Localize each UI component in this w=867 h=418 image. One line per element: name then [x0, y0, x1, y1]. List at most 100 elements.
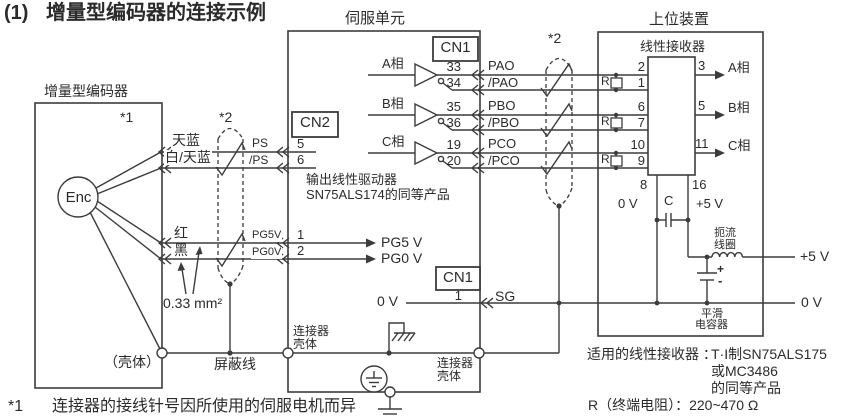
cn2-label-box [291, 111, 339, 138]
shield-wire-label: 屏蔽线 [214, 356, 256, 372]
receiver-pin-16: 16 [691, 177, 708, 192]
right-cable-shield-oval [545, 57, 573, 71]
ground-terminal [384, 386, 396, 398]
shell-terminal [473, 347, 485, 359]
shell-label: （壳体） [104, 354, 160, 370]
capacitor-c-label: C [664, 193, 674, 208]
choke-coil-label-line1: 扼流 [714, 227, 736, 239]
smoothing-cap-label-line1: 平滑 [701, 308, 723, 320]
signal-npco: /PCO [488, 153, 520, 168]
cn1-top-label: CN1 [440, 39, 471, 56]
servo-0v-label: 0 V [377, 293, 399, 309]
receiver-note-label: 适用的线性接收器 ： [587, 346, 717, 362]
receiver-note-value3: 的同等产品 [711, 380, 781, 396]
driver-note-line2: SN75ALS174的同等产品 [306, 187, 450, 202]
wire-label-white-skyblue: 白/天蓝 [164, 149, 212, 165]
terminator-resistor [610, 77, 623, 89]
twist-symbol [540, 140, 573, 176]
terminator-resistor [610, 155, 623, 167]
shell-terminal [156, 347, 168, 359]
cn2-label: CN2 [299, 114, 330, 131]
cn1-pin: 34 [446, 75, 461, 90]
encoder-core-label: Enc [65, 189, 92, 206]
cap-plus-sign: + [717, 262, 725, 276]
plus5v-out-label: +5 V [800, 248, 830, 264]
choke-coil-symbol [711, 251, 744, 258]
cn1-pin: 36 [446, 115, 461, 130]
driver-note-line1: 输出线性驱动器 [306, 172, 398, 187]
title-marker: (1) [4, 2, 29, 24]
receiver-pin: 6 [637, 99, 645, 114]
encoder-circle [57, 176, 99, 218]
signal-pbo: PBO [488, 98, 516, 113]
smoothing-cap-label-line2: 电容器 [695, 319, 728, 331]
cn2-pin-2: 2 [297, 243, 305, 258]
connector-shell-right-line2: 壳体 [437, 369, 462, 383]
terminator-r-label: R [601, 114, 610, 128]
receiver-pin: 9 [637, 153, 645, 168]
receiver-pin: 1 [637, 75, 645, 90]
servo-unit-label: 伺服单元 [345, 10, 406, 27]
signal-pao: PAO [488, 58, 515, 73]
twist-symbol [540, 62, 573, 98]
protective-earth-icon [360, 365, 388, 393]
cn1-top-label-box [432, 36, 479, 62]
receiver-pin: 7 [637, 115, 645, 130]
twist-symbol [215, 141, 246, 177]
footnote1-marker-inner: *1 [120, 109, 134, 125]
terminator-resistor [610, 117, 623, 129]
signal-npao: /PAO [488, 75, 519, 90]
terminator-r-label: R [601, 152, 610, 166]
line-driver-a [414, 62, 439, 88]
zero-v-out-label: 0 V [801, 294, 823, 310]
signal-ps: PS [252, 136, 269, 150]
wire-label-skyblue: 天蓝 [172, 132, 200, 148]
receiver-pin-out: 11 [695, 136, 709, 151]
footnote1-marker: *1 [8, 398, 24, 415]
cn2-pin-5: 5 [297, 136, 305, 151]
cn2-pin-6: 6 [297, 152, 305, 167]
choke-coil-label-line2: 线圈 [714, 239, 736, 251]
cn1-pin: 33 [446, 59, 461, 74]
cn1-pin-1: 1 [454, 288, 462, 303]
receiver-note-value1: T·I制SN75ALS175 [711, 346, 827, 362]
signal-nps: /PS [249, 153, 269, 167]
footnote1-text: 连接器的接线针号因所使用的伺服电机而异 [52, 398, 357, 415]
servo-unit-box [287, 30, 481, 393]
host-device-label: 上位装置 [649, 11, 710, 28]
pg0v-arrow [366, 254, 376, 264]
line-driver-c [414, 140, 439, 166]
pg0v-label: PG0 V [381, 250, 423, 266]
cn2-pin-1: 1 [297, 227, 305, 242]
cn1-pin: 19 [446, 137, 461, 152]
shell-terminal [282, 347, 294, 359]
servo-phase-c: C相 [382, 134, 405, 149]
terminator-r-label: R [601, 74, 610, 88]
servo-phase-b: B相 [382, 96, 404, 111]
host-device-box [597, 31, 764, 337]
footnote2-marker-right: *2 [548, 30, 562, 46]
servo-phase-a: A相 [382, 56, 404, 71]
host-phase-a: A相 [728, 60, 750, 75]
cn1-pin: 35 [446, 99, 461, 114]
wire-label-black: 黑 [174, 242, 188, 258]
cap-minus-sign: - [718, 273, 723, 288]
host-5v-label: +5 V [696, 196, 724, 211]
receiver-pin-out: 3 [698, 58, 706, 73]
host-phase-c: C相 [728, 138, 751, 153]
cn1-bottom-label-box [435, 266, 481, 291]
cn1-pin: 20 [446, 153, 461, 168]
page-title: 增量型编码器的连接示例 [46, 2, 266, 24]
signal-pco: PCO [488, 136, 517, 151]
signal-sg: SG [495, 288, 516, 304]
line-receiver-box [647, 56, 696, 176]
signal-pg5v-small: PG5V [251, 229, 283, 242]
signal-npbo: /PBO [488, 115, 520, 130]
receiver-note-value2: 或MC3486 [711, 363, 778, 379]
host-0v-label: 0 V [618, 196, 638, 211]
receiver-pin: 2 [637, 59, 645, 74]
receiver-pin-8: 8 [640, 177, 648, 192]
receiver-pin-out: 5 [698, 98, 706, 113]
